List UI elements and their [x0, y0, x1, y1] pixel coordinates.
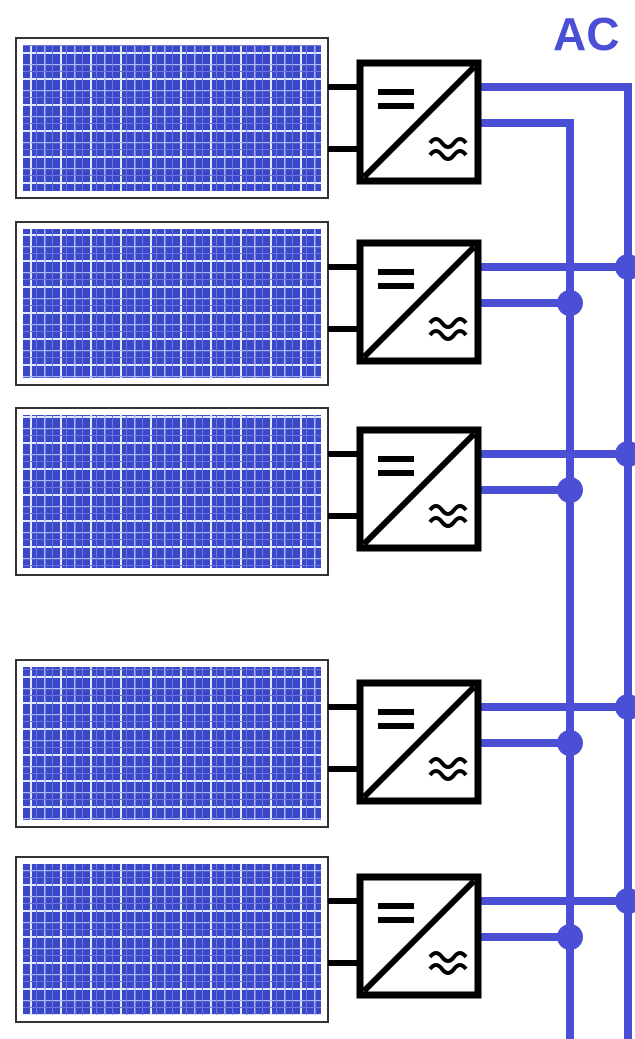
ac-tilde-icon — [428, 757, 468, 781]
panel-cells — [23, 864, 321, 1015]
junction-dot-icon — [557, 477, 583, 503]
junction-dot-icon — [615, 441, 635, 467]
dc-ac-inverter-icon — [356, 679, 482, 805]
junction-dot-icon — [557, 290, 583, 316]
dc-bars-icon — [378, 89, 414, 109]
junction-dot-icon — [615, 694, 635, 720]
dc-ac-inverter-icon — [356, 873, 482, 999]
dc-bars-icon — [378, 709, 414, 729]
panel-cells — [23, 229, 321, 378]
inverter-diagonal — [361, 244, 477, 360]
inverter-diagonal — [361, 64, 477, 180]
solar-panel-icon — [15, 856, 360, 1023]
ac-tilde-icon — [428, 137, 468, 161]
ac-tilde-icon — [428, 504, 468, 528]
solar-panel-icon — [15, 221, 360, 386]
junction-dot-icon — [557, 924, 583, 950]
junction-dot-icon — [615, 888, 635, 914]
dc-bars-icon — [378, 456, 414, 476]
inverter-diagonal — [361, 431, 477, 547]
ac-tilde-icon — [428, 317, 468, 341]
ac-bus-label: AC — [553, 8, 619, 60]
wires-layer — [478, 83, 635, 1039]
dc-ac-inverter-icon — [356, 239, 482, 365]
panels-layer — [15, 37, 360, 1023]
junction-dot-icon — [615, 254, 635, 280]
solar-panel-icon — [15, 407, 360, 576]
inverter-diagonal — [361, 684, 477, 800]
inverter-diagonal — [361, 878, 477, 994]
inverters-layer — [356, 59, 482, 999]
dc-ac-inverter-icon — [356, 59, 482, 185]
solar-panel-icon — [15, 37, 360, 199]
junction-dot-icon — [557, 730, 583, 756]
panel-cells — [23, 45, 321, 191]
panel-cells — [23, 667, 321, 820]
dc-bars-icon — [378, 269, 414, 289]
solar-panel-icon — [15, 659, 360, 828]
panel-cells — [23, 415, 321, 568]
dc-ac-inverter-icon — [356, 426, 482, 552]
ac-tilde-icon — [428, 951, 468, 975]
dc-bars-icon — [378, 903, 414, 923]
